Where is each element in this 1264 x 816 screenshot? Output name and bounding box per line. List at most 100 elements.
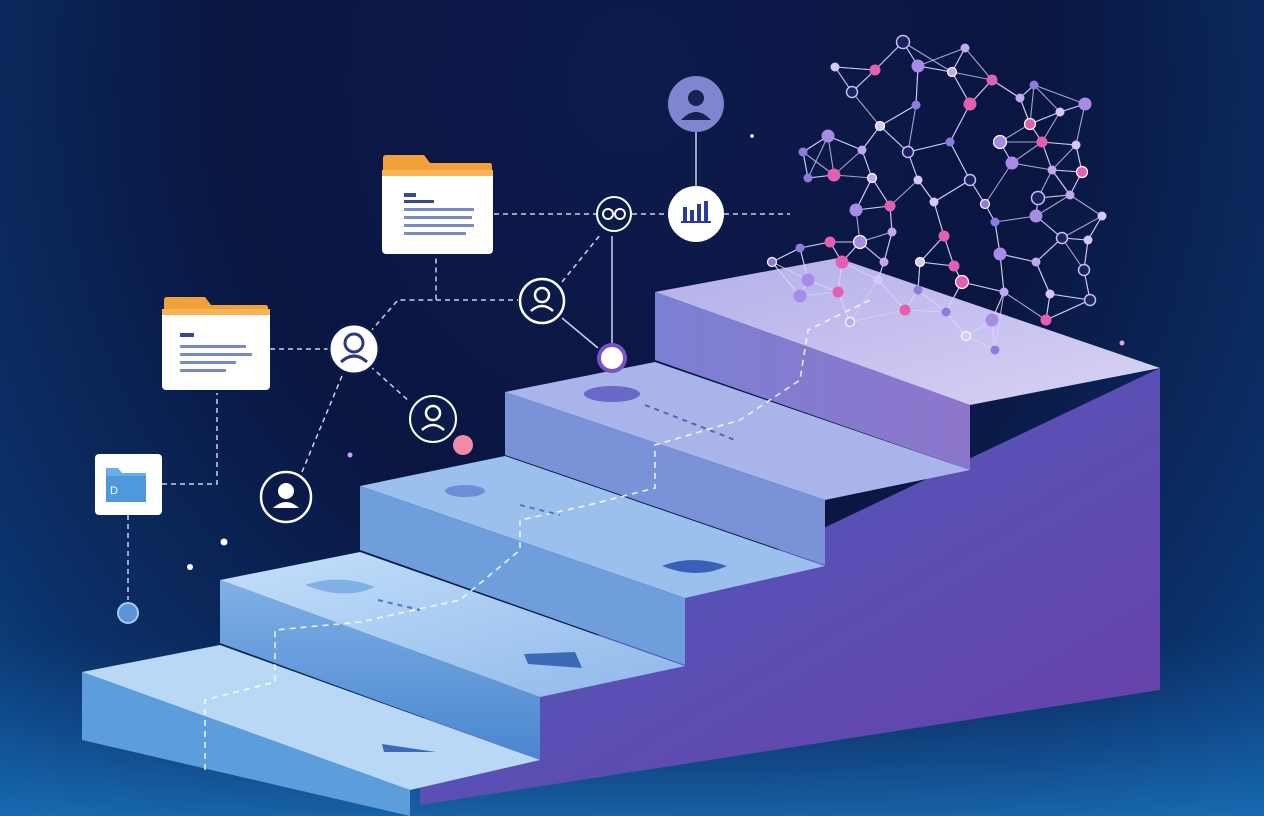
- step-4-front: [505, 392, 825, 565]
- network-node: [1045, 289, 1055, 299]
- folder-card-top: [382, 155, 493, 254]
- network-edge: [807, 135, 829, 179]
- folder-card-middle: [162, 297, 270, 390]
- network-edge: [1011, 162, 1053, 171]
- network-node: [911, 59, 925, 73]
- network-node: [798, 147, 808, 157]
- step-marker: [524, 652, 582, 668]
- network-node: [929, 197, 939, 207]
- growth-path: [204, 299, 871, 770]
- user-icon: [273, 483, 299, 508]
- network-node: [1015, 93, 1025, 103]
- network-node: [1030, 190, 1046, 206]
- network-edge: [902, 41, 953, 73]
- network-node: [821, 129, 835, 143]
- network-edge: [994, 291, 1005, 351]
- network-edge: [1003, 291, 1047, 321]
- network-edge: [827, 135, 835, 176]
- network-node: [960, 330, 972, 342]
- network-edge: [917, 289, 947, 313]
- network-node: [1083, 235, 1093, 245]
- user-node: [259, 470, 313, 524]
- network-node: [1036, 136, 1048, 148]
- step-1-front: [82, 672, 410, 816]
- step-marker: [445, 485, 485, 497]
- network-node: [845, 85, 859, 99]
- user-icon: [530, 286, 554, 312]
- user-icon: [421, 404, 445, 431]
- dash-accent: [519, 504, 561, 516]
- network-edge: [1041, 141, 1077, 146]
- network-edge: [1061, 215, 1103, 239]
- network-node: [1083, 293, 1097, 307]
- network-edge: [1087, 215, 1103, 241]
- network-edge: [883, 231, 893, 263]
- network-node: [963, 97, 977, 111]
- network-node: [901, 145, 915, 159]
- step-marker: [584, 386, 640, 402]
- network-edge: [849, 279, 879, 323]
- network-edge: [1033, 84, 1061, 113]
- network-edge: [907, 141, 951, 153]
- network-edge: [1049, 293, 1091, 301]
- network-node: [1047, 165, 1057, 175]
- chart-node: [668, 186, 724, 242]
- network-node: [1029, 80, 1039, 90]
- network-edge: [1069, 194, 1103, 217]
- network-edge: [1033, 84, 1086, 105]
- avatar-icon: [681, 90, 711, 120]
- network-edge: [1041, 111, 1061, 143]
- network-node: [824, 236, 836, 248]
- network-node: [849, 203, 863, 217]
- step-1-top: [82, 645, 540, 790]
- sparkle: [750, 134, 754, 138]
- network-edge: [949, 103, 971, 143]
- network-node: [795, 243, 805, 253]
- step-marker: [382, 744, 436, 752]
- step-2-front: [220, 580, 540, 760]
- link-icon: [602, 208, 626, 220]
- neural-network: [766, 34, 1107, 355]
- network-node: [866, 172, 878, 184]
- network-edge: [919, 235, 945, 263]
- network-node: [960, 43, 970, 53]
- network-node: [832, 286, 844, 298]
- network-node: [914, 256, 926, 268]
- network-edge: [933, 179, 971, 203]
- network-edge: [994, 215, 1037, 223]
- network-node: [990, 345, 1000, 355]
- network-edge: [1045, 299, 1091, 321]
- user-node: [327, 322, 381, 376]
- network-node: [985, 313, 999, 327]
- network-node: [899, 304, 911, 316]
- network-edge: [1029, 84, 1035, 125]
- network-node: [963, 173, 977, 187]
- network-edge: [879, 125, 909, 153]
- network-node: [884, 200, 896, 212]
- user-node: [518, 277, 566, 325]
- network-node: [801, 273, 815, 287]
- network-node: [803, 173, 813, 183]
- network-node: [948, 260, 960, 272]
- network-node: [873, 275, 883, 285]
- network-edge: [1061, 237, 1085, 271]
- network-edge: [919, 261, 955, 267]
- network-edge: [851, 91, 881, 127]
- network-node: [992, 134, 1008, 150]
- step-3-front: [360, 486, 685, 665]
- network-node: [857, 145, 867, 155]
- network-node: [1005, 156, 1019, 170]
- network-node: [986, 74, 998, 86]
- pin-node: [117, 602, 139, 624]
- network-node: [1077, 263, 1091, 277]
- network-node: [895, 34, 911, 50]
- network-node: [913, 285, 923, 295]
- network-node: [1078, 97, 1092, 111]
- network-node: [1031, 257, 1041, 267]
- svg-text:D: D: [110, 485, 118, 497]
- network-node: [941, 307, 951, 317]
- network-node: [913, 175, 923, 185]
- network-edge: [1051, 144, 1077, 171]
- network-node: [766, 256, 778, 268]
